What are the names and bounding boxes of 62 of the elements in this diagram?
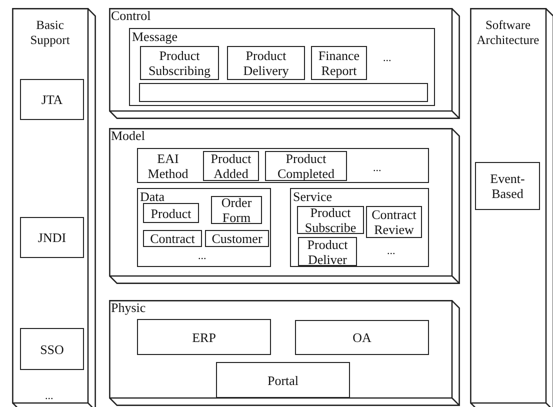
node-label: JTA bbox=[41, 92, 63, 107]
component-box bbox=[143, 230, 202, 247]
node-label: Event- Based bbox=[489, 171, 526, 201]
component-box bbox=[20, 328, 84, 370]
ellipsis-label: ... bbox=[387, 245, 396, 257]
node-label: Order Form bbox=[220, 195, 253, 225]
node-label: Message bbox=[132, 29, 178, 44]
ellipsis-label: ... bbox=[198, 250, 206, 262]
component-box bbox=[211, 196, 262, 224]
node-label: EAI Method bbox=[146, 151, 190, 181]
support-panel bbox=[12, 8, 96, 407]
node-label: Product bbox=[150, 206, 192, 220]
component-box bbox=[203, 151, 259, 181]
ellipsis-label: ... bbox=[45, 390, 54, 402]
component-box bbox=[20, 79, 84, 120]
component-box bbox=[366, 206, 422, 238]
component-box bbox=[311, 46, 367, 80]
group-box bbox=[137, 188, 271, 267]
node-label: JNDI bbox=[38, 230, 66, 245]
component-box bbox=[20, 217, 84, 258]
node-label: Customer bbox=[212, 231, 262, 246]
node-label: Product Delivery bbox=[242, 48, 290, 78]
component-box bbox=[205, 230, 269, 247]
layer-panel bbox=[109, 300, 460, 406]
method-row bbox=[137, 148, 429, 183]
node-label: Product Added bbox=[210, 151, 252, 181]
node-label: OA bbox=[352, 330, 372, 345]
ellipsis-label: ... bbox=[373, 162, 382, 174]
node-label: Portal bbox=[267, 372, 299, 388]
node-label: Basic Support bbox=[29, 18, 71, 48]
group-box bbox=[129, 28, 435, 106]
node-label: Model bbox=[111, 128, 145, 143]
component-box bbox=[140, 46, 219, 80]
node-label: Product Deliver bbox=[306, 236, 349, 266]
component-box bbox=[265, 151, 347, 181]
node-label: SSO bbox=[40, 342, 64, 356]
node-label: Finance Report bbox=[317, 48, 361, 78]
ellipsis-label: ... bbox=[383, 52, 392, 64]
layer-panel bbox=[109, 128, 460, 284]
node-label: Service bbox=[293, 189, 332, 204]
component-box bbox=[298, 237, 357, 266]
node-label: Software Architecture bbox=[476, 18, 540, 48]
component-box bbox=[297, 206, 364, 234]
node-label: Product Subscribing bbox=[147, 48, 212, 78]
node-label: Data bbox=[140, 189, 165, 204]
node-label: Control bbox=[111, 8, 151, 23]
bar-box bbox=[139, 83, 428, 102]
group-box bbox=[290, 188, 429, 267]
node-label: Product Subscribe bbox=[304, 205, 358, 235]
node-label: Contract Review bbox=[370, 207, 418, 237]
node-label: Product Completed bbox=[276, 151, 336, 181]
component-box bbox=[143, 203, 199, 223]
component-box bbox=[227, 46, 305, 80]
component-box bbox=[216, 362, 350, 398]
node-label: ERP bbox=[192, 330, 216, 344]
layer-panel bbox=[109, 8, 460, 119]
architecture-panel bbox=[470, 8, 553, 407]
node-label: Physic bbox=[111, 300, 146, 315]
component-box bbox=[475, 162, 540, 210]
component-box bbox=[295, 320, 429, 355]
node-label: Contract bbox=[150, 231, 195, 246]
component-box bbox=[137, 319, 271, 355]
